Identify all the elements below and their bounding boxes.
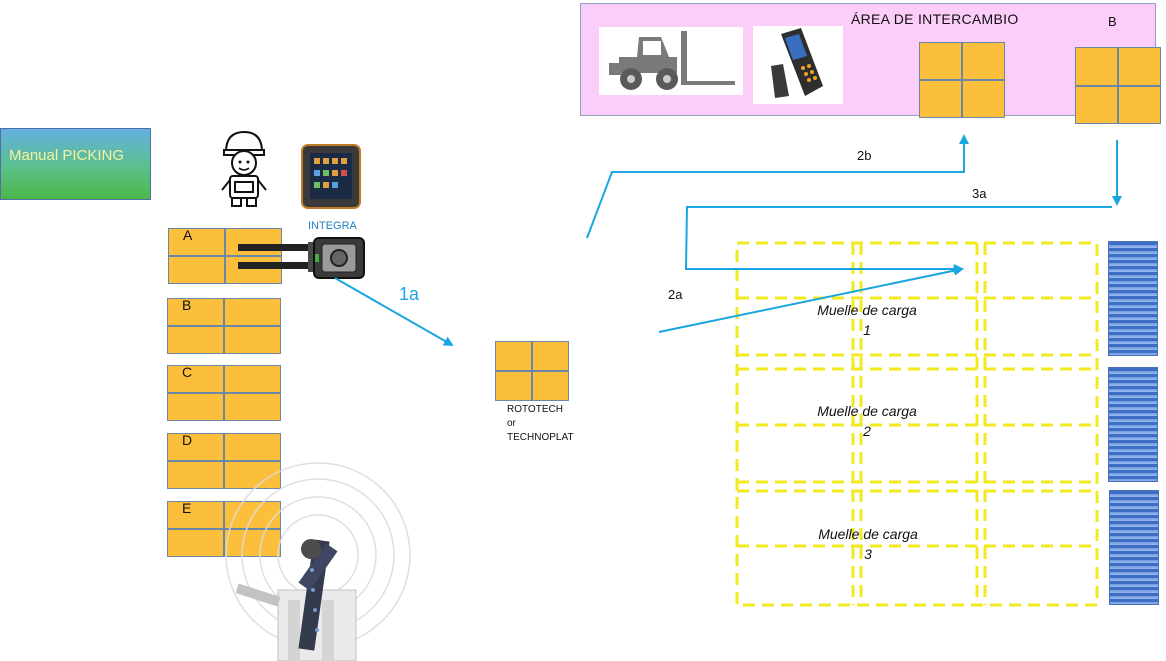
pallet-row-b: B bbox=[167, 297, 281, 354]
muelle-3-text: Muelle de carga bbox=[818, 526, 918, 542]
rototech-label: ROTOTECH or TECHNOPLAT bbox=[507, 403, 574, 445]
route-3a-arrow bbox=[684, 206, 1112, 274]
route-1a-arrow bbox=[334, 277, 454, 346]
pallet-row-a: A bbox=[168, 227, 282, 284]
route-1a-label: 1a bbox=[399, 284, 420, 304]
pallet-truck-icon bbox=[238, 237, 365, 279]
pallet-label-a: A bbox=[183, 227, 193, 243]
loading-building-icon bbox=[1109, 490, 1159, 605]
dock-grid bbox=[735, 241, 1099, 607]
muelle-2-label: Muelle de carga 2 bbox=[787, 401, 947, 441]
exchange-area-title: ÁREA DE INTERCAMBIO bbox=[851, 11, 1019, 27]
pallet-label-c: C bbox=[182, 364, 193, 380]
loading-building-icon bbox=[1108, 241, 1158, 356]
muelle-3-number: 3 bbox=[864, 546, 872, 562]
handheld-scanner-icon bbox=[753, 26, 843, 104]
muelle-2-number: 2 bbox=[863, 423, 871, 439]
route-2b-label: 2b bbox=[857, 148, 872, 163]
route-2a-label: 2a bbox=[668, 287, 683, 302]
pallet-row-e: E bbox=[167, 500, 281, 557]
muelle-1-text: Muelle de carga bbox=[817, 302, 917, 318]
rototech-line-2: or bbox=[507, 418, 516, 429]
pallet-label-e: E bbox=[182, 500, 192, 516]
muelle-1-number: 1 bbox=[863, 322, 871, 338]
exchange-pallet-b bbox=[1075, 47, 1161, 124]
route-3a-label: 3a bbox=[972, 186, 987, 201]
zone-b-label: B bbox=[1108, 14, 1117, 29]
pallet-row-c: C bbox=[167, 364, 281, 421]
route-arrows bbox=[334, 134, 1122, 346]
rototech-line-3: TECHNOPLAT bbox=[507, 432, 574, 443]
exchange-pallet-1 bbox=[919, 42, 1005, 118]
muelle-2-text: Muelle de carga bbox=[817, 403, 917, 419]
muelle-1-label: Muelle de carga 1 bbox=[787, 300, 947, 340]
pallet-row-d: D bbox=[167, 432, 281, 489]
integra-label: INTEGRA bbox=[308, 220, 357, 232]
route-2b-arrow bbox=[586, 134, 969, 239]
rototech-line-1: ROTOTECH bbox=[507, 404, 563, 415]
route-2a-arrow bbox=[658, 265, 964, 333]
manual-picking-box: Manual PICKING bbox=[0, 128, 151, 200]
tablet-icon bbox=[301, 144, 361, 209]
forklift-icon bbox=[599, 27, 743, 95]
robot-arm-icon bbox=[225, 462, 411, 661]
manual-picking-label: Manual PICKING bbox=[9, 147, 125, 164]
loading-building-icon bbox=[1108, 367, 1158, 482]
pallet-label-d: D bbox=[182, 432, 193, 448]
rototech-pallet bbox=[495, 341, 569, 401]
worker-icon bbox=[221, 130, 267, 207]
muelle-3-label: Muelle de carga 3 bbox=[788, 524, 948, 564]
pallet-label-b: B bbox=[182, 297, 192, 313]
